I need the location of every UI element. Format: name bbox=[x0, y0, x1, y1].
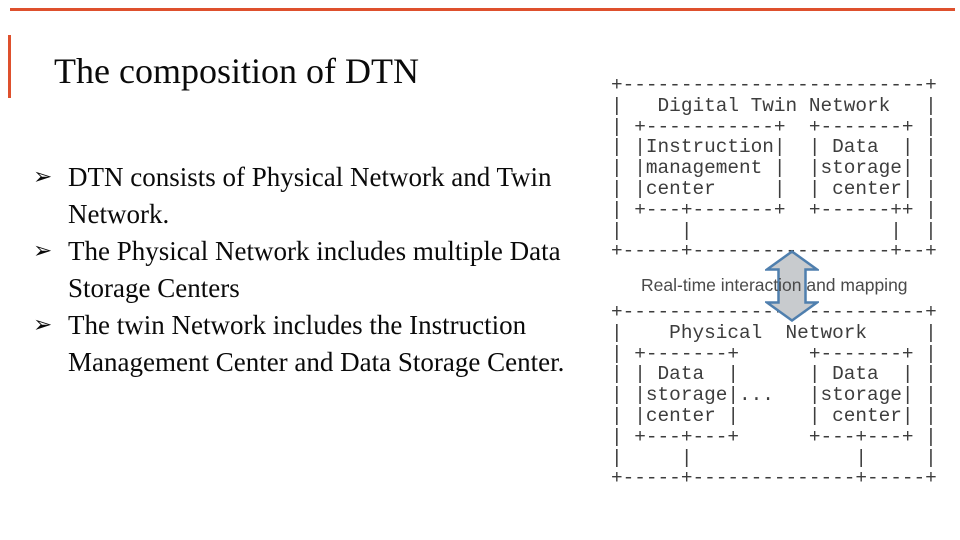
ascii-digital-twin-network-box: +--------------------------+ | Digital T… bbox=[611, 74, 937, 263]
slide-title: The composition of DTN bbox=[54, 51, 419, 91]
up-down-arrow-icon bbox=[765, 250, 819, 322]
accent-line-left bbox=[8, 35, 11, 98]
interaction-label: Real-time interaction and mapping bbox=[641, 275, 908, 295]
bullet-item: ➢ The Physical Network includes multiple… bbox=[33, 233, 595, 307]
bullet-list: ➢ DTN consists of Physical Network and T… bbox=[33, 159, 595, 381]
accent-line-top bbox=[10, 8, 955, 11]
bullet-item: ➢ The twin Network includes the Instruct… bbox=[33, 307, 595, 381]
bullet-text: The Physical Network includes multiple D… bbox=[68, 236, 561, 303]
bullet-arrow-icon: ➢ bbox=[33, 238, 53, 264]
bullet-arrow-icon: ➢ bbox=[33, 312, 53, 338]
bullet-text: The twin Network includes the Instructio… bbox=[68, 310, 565, 377]
bullet-arrow-icon: ➢ bbox=[33, 164, 53, 190]
ascii-physical-network-box: +--------------------------+ | Physical … bbox=[611, 301, 937, 490]
bullet-text: DTN consists of Physical Network and Twi… bbox=[68, 162, 552, 229]
bullet-item: ➢ DTN consists of Physical Network and T… bbox=[33, 159, 595, 233]
